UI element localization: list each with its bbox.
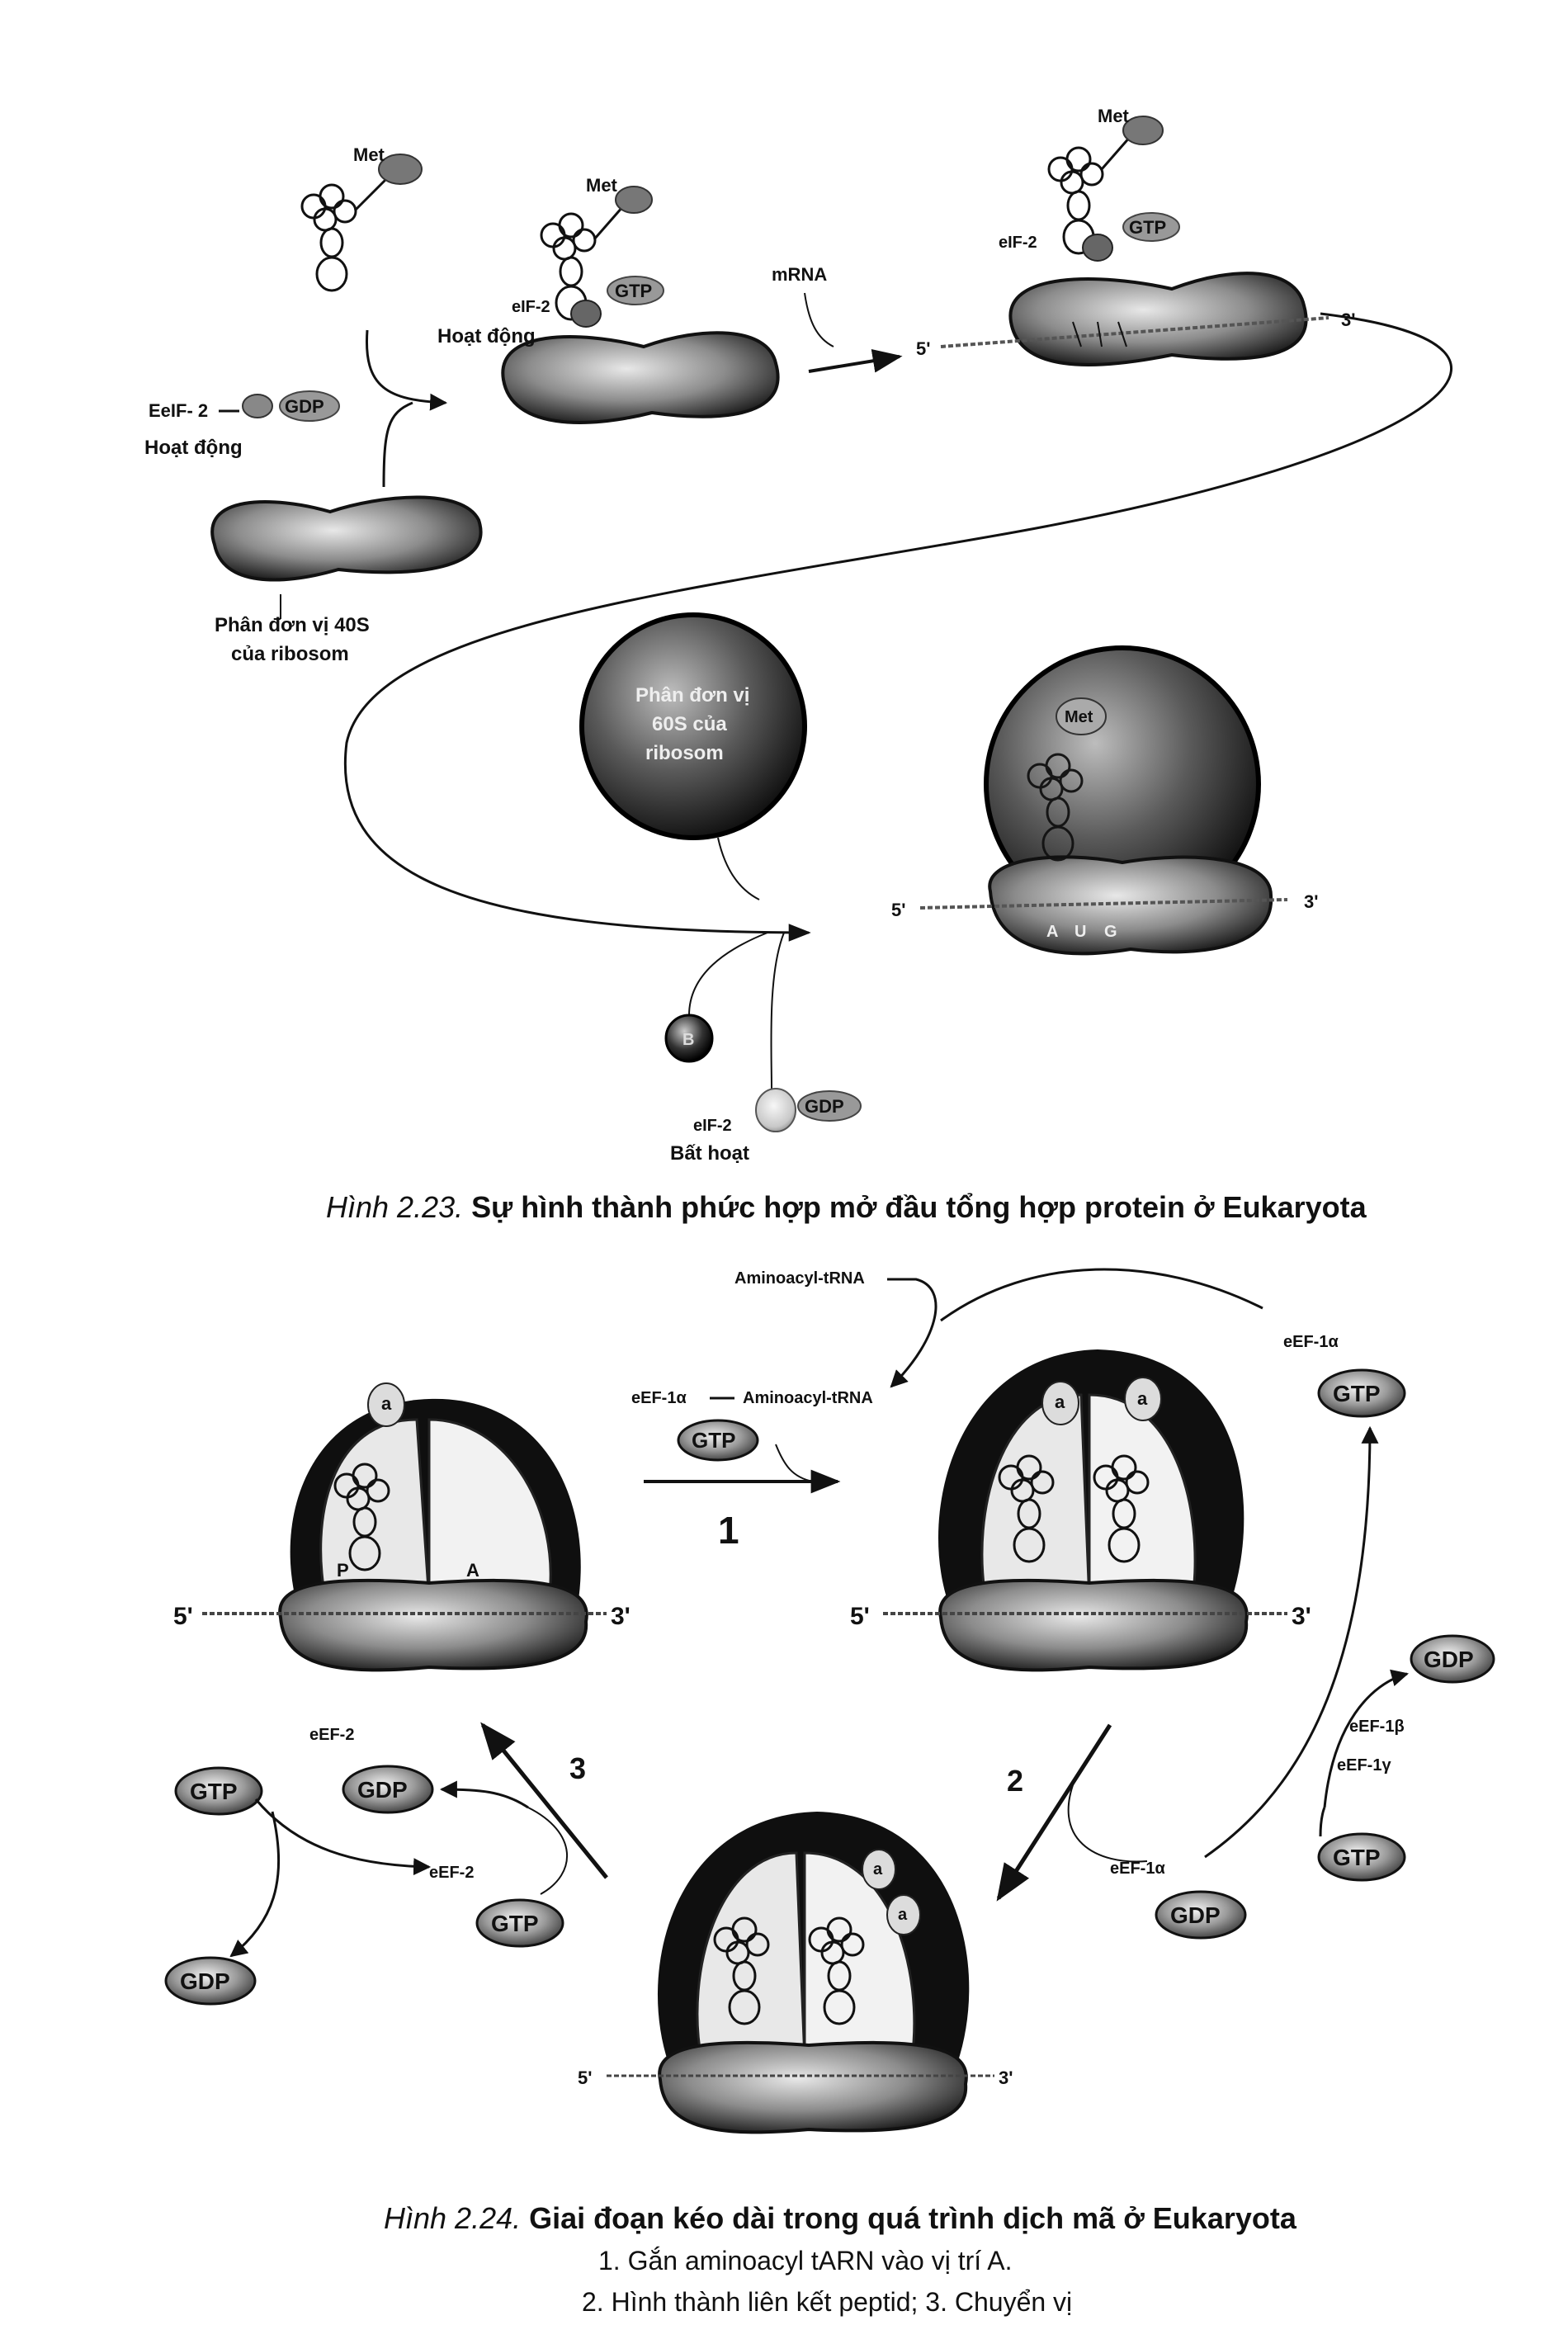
aminoacyl-trna-mid-label: Aminoacyl-tRNA xyxy=(743,1389,873,1407)
mrna-label: mRNA xyxy=(772,264,827,285)
step1-label: 1 xyxy=(718,1509,739,1552)
step3-arrow xyxy=(483,1725,607,1878)
gdp-pill-text: GDP xyxy=(1170,1902,1221,1928)
codon-u-label: U xyxy=(1074,923,1086,941)
gtp-pill-text: GTP xyxy=(190,1779,238,1804)
a1-label: a xyxy=(381,1393,392,1414)
gtp-pill-text: GTP xyxy=(1333,1845,1381,1870)
eef1a-label: eEF-1α xyxy=(1110,1860,1165,1878)
pathway-curve xyxy=(345,314,1451,933)
five-prime-label: 5' xyxy=(891,900,905,920)
five-prime-label: 5' xyxy=(578,2068,592,2088)
subunit-40s xyxy=(212,498,480,580)
subunit-60s: Phân đơn vị 60S của ribosom xyxy=(582,615,805,900)
caption-prefix: Hình 2.23. xyxy=(326,1190,463,1224)
step3-label: 3 xyxy=(569,1751,586,1785)
gtp-label: GTP xyxy=(1129,217,1166,238)
complex-40s-mrna xyxy=(1010,273,1306,365)
gdp-pill-text: GDP xyxy=(357,1777,408,1803)
sub60s-label-3: ribosom xyxy=(645,742,724,764)
eif2-label: eIF-2 xyxy=(512,298,550,316)
codon-g-label: G xyxy=(1104,923,1117,941)
met-label: Met xyxy=(353,144,385,165)
met-label: Met xyxy=(586,175,618,196)
release-line-2 xyxy=(771,933,784,1089)
caption-2-24: Hình 2.24. Giai đoạn kéo dài trong quá t… xyxy=(384,2201,1297,2235)
eef2-label: eEF-2 xyxy=(429,1864,474,1882)
caption-2-23: Hình 2.23. Sự hình thành phức hợp mở đầu… xyxy=(326,1190,1367,1224)
ribosome-bottom: a a 5' 3' xyxy=(578,1812,1013,2132)
codon-a-label: A xyxy=(1046,923,1058,941)
met-label: Met xyxy=(1065,708,1093,726)
site-p-label: P xyxy=(337,1560,349,1581)
eif2-label: eIF-2 xyxy=(693,1117,732,1135)
figure-2-24: P A a 5' 3' 1 eEF-1α Aminoacyl-tRNA GTP … xyxy=(166,1269,1494,2317)
merge-arrow-top xyxy=(366,330,446,403)
five-prime-label: 5' xyxy=(173,1603,193,1630)
arrow-to-mrna xyxy=(809,357,900,371)
factor-b-label: B xyxy=(682,1031,694,1049)
gtp-label: GTP xyxy=(615,281,652,301)
gdp-label: GDP xyxy=(805,1096,844,1117)
met-trna-2: Met GTP eIF-2 Hoạt động xyxy=(437,175,664,347)
eef2-label: eEF-2 xyxy=(309,1726,354,1744)
recycle-arrow-top xyxy=(941,1269,1263,1321)
three-prime-label: 3' xyxy=(1292,1603,1311,1630)
aminoacyl-trna-top-label: Aminoacyl-tRNA xyxy=(734,1269,865,1288)
five-prime-label: 5' xyxy=(850,1603,870,1630)
release-line-1 xyxy=(689,933,767,1015)
sub40s-label-1: Phân đơn vị 40S xyxy=(215,614,370,636)
three-prime-label: 3' xyxy=(611,1603,631,1630)
met-trna-1: Met xyxy=(302,144,422,291)
gdp-pill-text: GDP xyxy=(1424,1647,1474,1672)
ribosome-left: P A a 5' 3' xyxy=(173,1383,631,1670)
caption-text: Sự hình thành phức hợp mở đầu tổng hợp p… xyxy=(463,1190,1367,1224)
bat-hoat-label: Bất hoạt xyxy=(670,1142,749,1165)
sub60s-label-2: 60S của xyxy=(652,713,727,735)
sub40s-label-2: của ribosom xyxy=(231,643,349,665)
three-prime-label: 3' xyxy=(999,2068,1013,2088)
five-prime-label: 5' xyxy=(916,338,930,359)
eif2-label: eIF-2 xyxy=(999,234,1037,252)
complex-40s-2 xyxy=(503,333,777,423)
three-prime-label: 3' xyxy=(1341,310,1355,330)
caption-prefix: Hình 2.24. xyxy=(384,2201,521,2235)
a2-label: a xyxy=(1137,1388,1148,1409)
gdp-label: GDP xyxy=(285,396,324,417)
caption-line-3: 2. Hình thành liên kết peptid; 3. Chuyển… xyxy=(582,2287,1072,2317)
gdp-pill-text: GDP xyxy=(180,1968,230,1994)
gtp-pill-text: GTP xyxy=(1333,1381,1381,1406)
a1-label: a xyxy=(898,1906,908,1924)
a1-label: a xyxy=(1055,1392,1065,1412)
hoat-dong-label: Hoạt động xyxy=(437,325,536,347)
caption-line-2: 1. Gắn aminoacyl tARN vào vị trí A. xyxy=(598,2246,1013,2275)
eef1g-label: eEF-1γ xyxy=(1337,1756,1391,1775)
merge-arrow-bottom xyxy=(384,403,413,487)
step2-arrow xyxy=(999,1725,1110,1898)
eif2-gdp-free: EeIF- 2 GDP Hoạt động xyxy=(144,391,339,459)
caption-text: Giai đoạn kéo dài trong quá trình dịch m… xyxy=(521,2201,1297,2235)
eef1b-label: eEF-1β xyxy=(1349,1718,1405,1736)
initiation-complex-80s: Met 5' 3' A U G xyxy=(891,648,1318,953)
gtp-pill-text: GTP xyxy=(692,1428,735,1453)
three-prime-label: 3' xyxy=(1304,891,1318,912)
a2-label: a xyxy=(873,1860,883,1879)
met-label: Met xyxy=(1098,106,1130,126)
site-a-label: A xyxy=(466,1560,479,1581)
step2-label: 2 xyxy=(1007,1764,1023,1798)
eef1a-label: eEF-1α xyxy=(1283,1333,1339,1351)
ribosome-right: a a 5' 3' xyxy=(850,1349,1311,1670)
eif2-gdp-inactive: GDP eIF-2 Bất hoạt xyxy=(670,1089,861,1165)
gtp-pill-text: GTP xyxy=(491,1911,539,1936)
eelf2-label: EeIF- 2 xyxy=(149,400,208,421)
hoat-dong-label: Hoạt động xyxy=(144,437,243,459)
sub60s-label-1: Phân đơn vị xyxy=(635,684,749,707)
eef1a-label: eEF-1α xyxy=(631,1389,687,1407)
figure-2-23: Met EeIF- 2 GDP Hoạt động Phân đơn vị 40… xyxy=(144,106,1452,1224)
